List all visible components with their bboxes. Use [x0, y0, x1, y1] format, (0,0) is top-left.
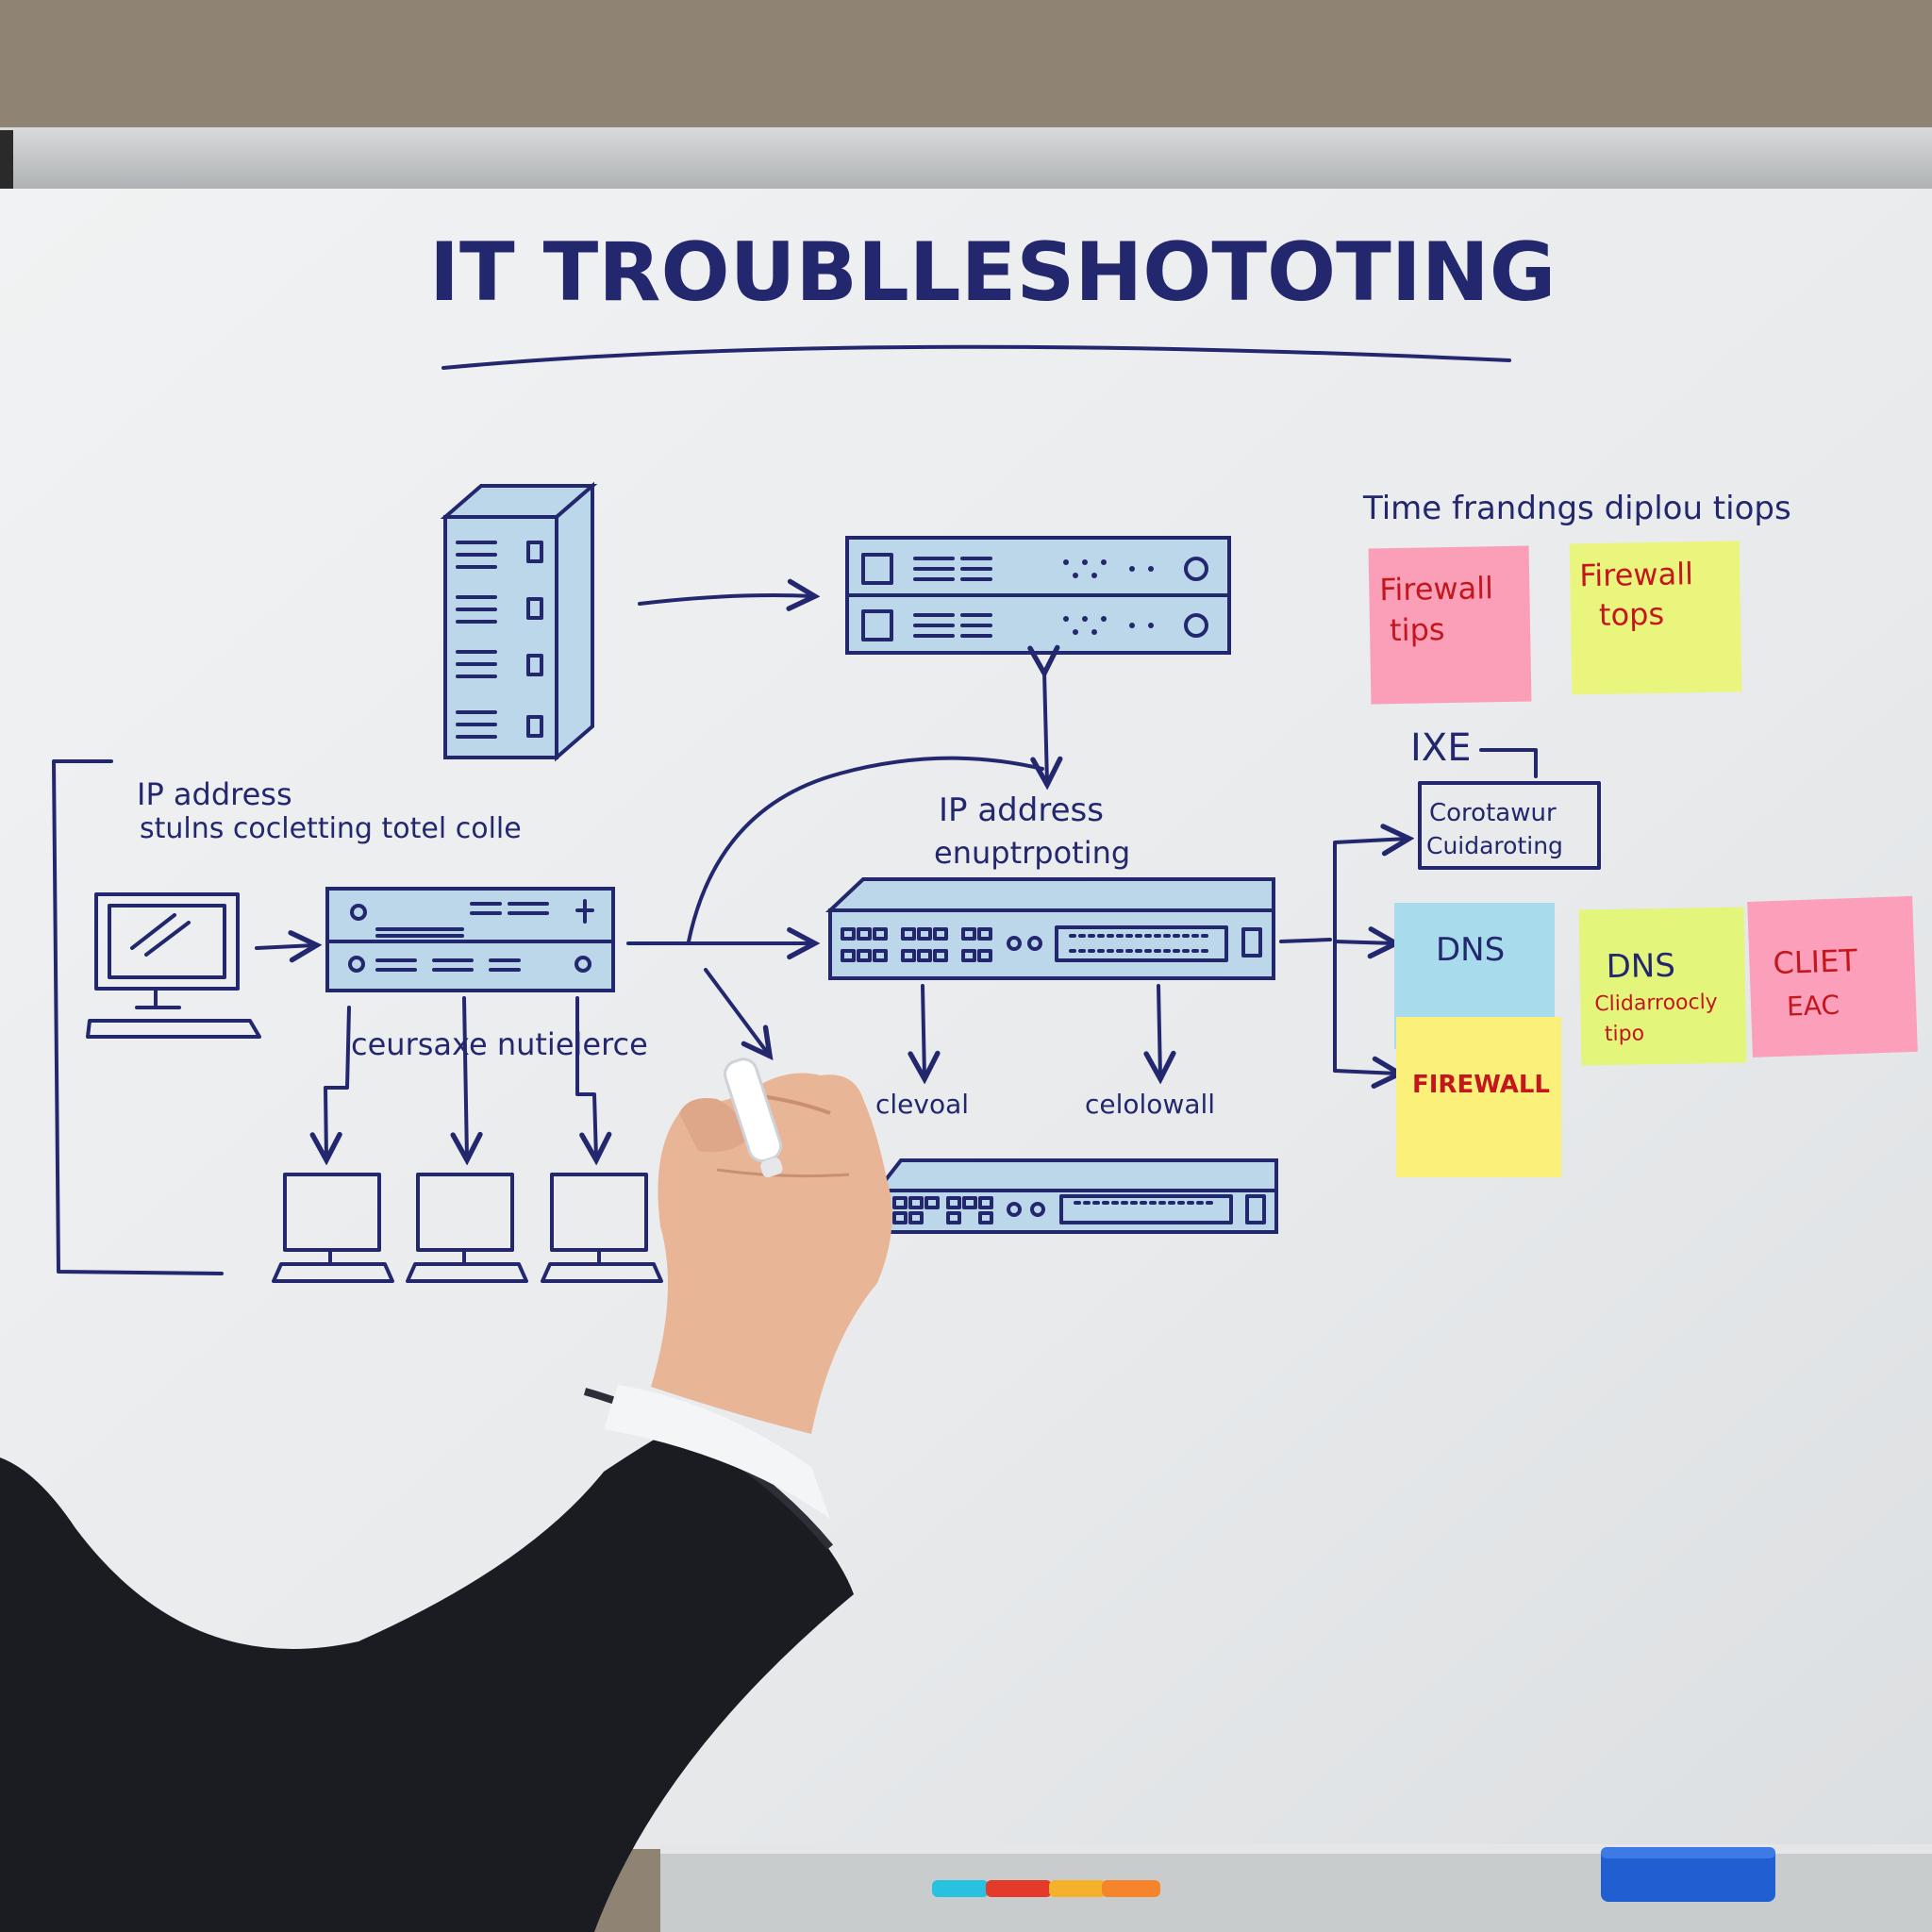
marker-icon — [724, 1058, 783, 1177]
hand — [651, 1073, 892, 1434]
arrow-router-client-3 — [575, 996, 596, 1158]
ixe-label: IXE — [1410, 726, 1471, 770]
process-box-line2: Cuidaroting — [1426, 832, 1563, 859]
svg-text:CLIET: CLIET — [1773, 942, 1858, 981]
process-box — [1418, 781, 1601, 870]
server-tower-icon — [440, 481, 598, 762]
tray-marker-icon — [932, 1880, 1160, 1897]
svg-text:DNS: DNS — [1436, 931, 1505, 969]
svg-text:EAC: EAC — [1787, 990, 1840, 1023]
title-underline — [441, 344, 1511, 370]
switch-icon — [824, 877, 1275, 980]
wall-background — [0, 0, 1932, 132]
sticky-note-yellow-firewall: FIREWALL — [1396, 1017, 1561, 1177]
monitor-icon — [86, 892, 261, 1039]
svg-text:Firewall: Firewall — [1379, 570, 1493, 608]
svg-text:Clidarroocly: Clidarroocly — [1594, 991, 1718, 1016]
left-bracket — [52, 759, 224, 1275]
lower-left-label: ceursaxe nutielerce — [351, 1026, 648, 1062]
sticky-note-lime-top: Firewall tops — [1569, 541, 1742, 695]
svg-text:Firewall: Firewall — [1579, 556, 1693, 593]
rack-server-icon — [845, 536, 1231, 655]
sticky-note-pink-top: Firewall tips — [1368, 545, 1532, 705]
center-label-line1: IP address — [939, 791, 1104, 829]
sticky-note-pink-client: CLIET EAC — [1747, 895, 1918, 1058]
arrow-tower-to-rack — [638, 595, 813, 604]
ixe-connector — [1479, 748, 1538, 778]
arrow-rack-to-switch — [1044, 672, 1047, 783]
sticky-note-lime-dns: DNS Clidarroocly tipo — [1578, 907, 1747, 1066]
eraser-icon — [1601, 1847, 1775, 1902]
arrow-router-client-1 — [325, 1006, 351, 1158]
svg-text:tips: tips — [1390, 611, 1445, 648]
connector-switch-to-branches — [1279, 938, 1332, 943]
arrow-to-firewall — [1333, 1071, 1398, 1074]
svg-text:DNS: DNS — [1606, 947, 1675, 986]
left-label-line2: stulns cocletting totel colle — [140, 812, 522, 845]
process-box-line1: Corotawur — [1429, 799, 1557, 827]
board-frame-corner — [0, 130, 13, 191]
board-frame-top — [0, 127, 1932, 192]
presenter-arm — [0, 1058, 892, 1932]
suit-sleeve — [0, 1415, 854, 1932]
arc-router-to-rack — [687, 756, 1044, 943]
shirt-cuff — [604, 1385, 830, 1519]
monitor-icon — [406, 1173, 528, 1283]
switch-icon — [873, 1158, 1278, 1234]
left-label-line1: IP address — [137, 776, 292, 812]
center-label-line2: enuptrpoting — [934, 835, 1130, 871]
arrow-to-box — [1333, 839, 1407, 842]
tips-heading: Time frandngs diplou tiops — [1362, 490, 1791, 527]
arrow-pc-to-router — [255, 945, 315, 948]
monitor-icon — [272, 1173, 394, 1283]
svg-text:tipo: tipo — [1605, 1022, 1645, 1046]
arrow-switch-right-down — [1158, 984, 1160, 1077]
svg-text:tops: tops — [1599, 596, 1665, 633]
monitor-icon — [541, 1173, 663, 1283]
switch-label-right: celolowall — [1085, 1089, 1215, 1120]
arrow-switch-left-down — [923, 984, 924, 1077]
arrow-router-client-2 — [464, 996, 467, 1158]
router-icon — [325, 887, 615, 992]
switch-label-left: clevoal — [875, 1089, 969, 1120]
svg-text:FIREWALL: FIREWALL — [1412, 1071, 1550, 1099]
board-title: IT TROUBLLESHOTOTING — [429, 225, 1556, 320]
arrow-to-dns — [1333, 941, 1394, 943]
arrow-router-down — [704, 968, 769, 1055]
